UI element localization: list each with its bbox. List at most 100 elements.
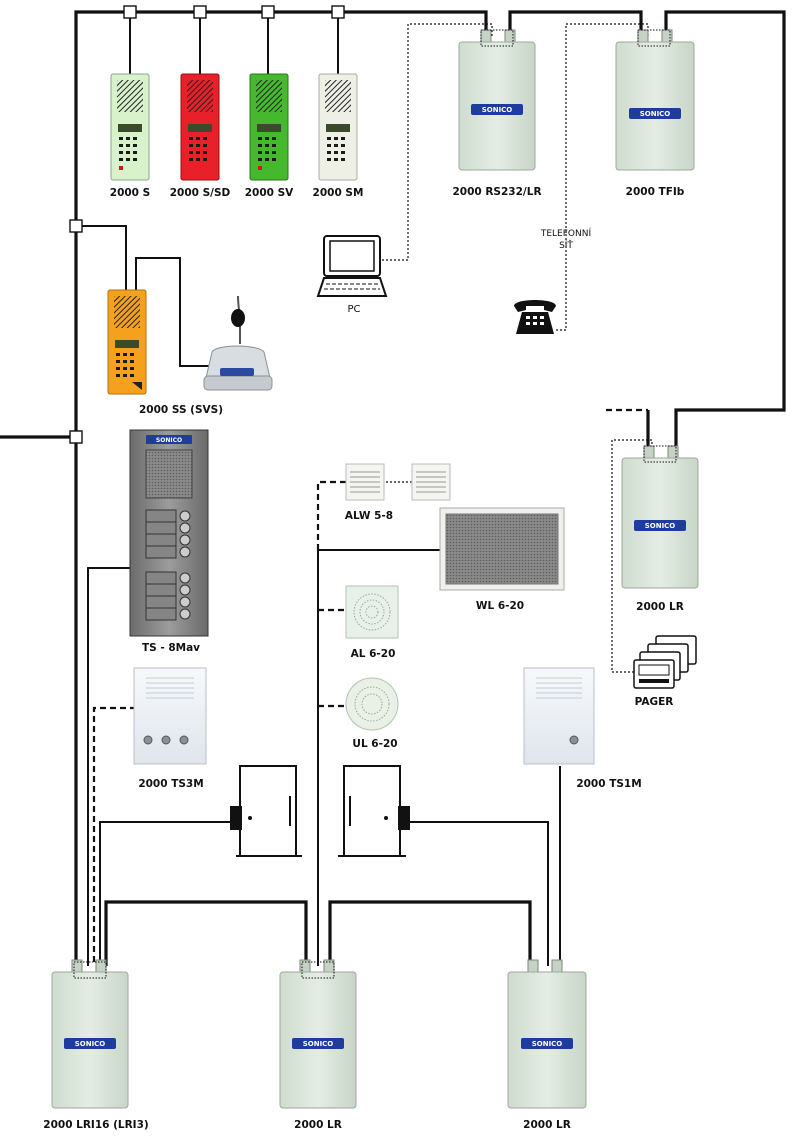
door-station-ts3m [133,667,207,765]
label-2000sv: 2000 SV [245,187,294,199]
pager-link-wire [611,439,653,673]
label-2000ssd: 2000 S/SD [170,187,231,199]
speaker-grille [256,80,282,112]
label-telephone-network-1: TELEFONNÍ [540,227,592,239]
sonico-logo-text: SONICO [482,106,513,114]
speaker-grille [117,80,143,112]
ts8mav-wire [87,567,132,966]
label-alw: ALW 5-8 [345,510,393,522]
bus-to-tfib-wire [508,10,643,36]
sonico-logo [629,108,681,119]
enclosure-lr-right: SONICO [621,445,699,589]
station-display [118,124,142,132]
label-ul: UL 6-20 [352,738,397,750]
tfib-to-lr-wire [664,10,786,452]
label-telephone-network-2: SÍŤ [559,239,573,251]
connector-frame [643,445,677,463]
pc-computer-icon [316,235,388,297]
junction-node [331,5,345,19]
keypad [119,137,137,161]
wiring [0,5,786,1000]
sonico-logo-text: SONICO [75,1040,106,1048]
label-pager: PAGER [635,696,674,708]
enclosure-tfib: SONICO [615,29,695,171]
door-panel-ts8mav: SONICO [129,429,209,637]
station-2000sv [249,73,289,181]
sonico-logo-text: SONICO [640,110,671,118]
lri-to-lr-wire [104,900,308,966]
enclosure-lr-bottom-right: SONICO [507,959,587,1109]
branch-ss-wire [76,225,127,290]
sonico-logo-text: SONICO [303,1040,334,1048]
sonico-logo [521,1038,573,1049]
label-2000s: 2000 S [110,187,150,199]
lr-to-lr-wire [328,900,532,966]
junction-node [193,5,207,19]
station-display [257,124,281,132]
speaker-al [345,585,399,639]
sonico-logo [146,435,192,444]
connector-frame [637,29,671,47]
sonico-logo-text: SONICO [532,1040,563,1048]
ss-to-mic-wire [135,257,210,367]
door-station-ts1m [523,667,595,765]
door-right-wire [408,821,549,966]
station-display [188,124,212,132]
label-lr-bottom-mid: 2000 LR [294,1119,342,1131]
junction-node [69,219,83,233]
speaker-ul [345,677,399,731]
label-lr-right: 2000 LR [636,601,684,613]
station-2000sm [318,73,358,181]
sonico-logo [634,520,686,531]
label-lri16: 2000 LRI16 (LRI3) [43,1119,148,1131]
keypad [258,137,276,161]
label-2000sm: 2000 SM [313,187,364,199]
label-ts8mav: TS - 8Mav [142,642,200,654]
speaker-grille [325,80,351,112]
alw-dashed-wire [316,480,346,550]
enclosure-rs232lr: SONICO [458,29,536,171]
label-ts3m: 2000 TS3M [138,778,203,790]
sonico-logo [471,104,523,115]
telephone-link-wire [556,23,649,331]
keypad [327,137,345,161]
speaker-mesh [145,449,193,499]
station-2000ssd [180,73,220,181]
label-lr-bottom-right: 2000 LR [523,1119,571,1131]
label-wl: WL 6-20 [476,600,524,612]
station-2000ss [107,289,147,395]
label-pc: PC [347,304,360,315]
pc-link-wire [380,23,493,261]
enclosure-body [615,41,695,171]
keypad [189,137,207,161]
station-display [115,340,139,348]
door-lock-icon [230,765,302,857]
pager-icon [633,635,697,689]
speaker-alw-2 [411,463,451,501]
sonico-logo-text: SONICO [156,437,182,444]
junction-node [261,5,275,19]
enclosure-lr-bottom-mid: SONICO [279,959,357,1109]
label-ts1m: 2000 TS1M [576,778,641,790]
sonico-logo [292,1038,344,1049]
desk-microphone-icon [203,295,273,391]
label-2000ss-svs: 2000 SS (SVS) [139,404,223,416]
door-lock-icon [338,765,410,857]
label-al: AL 6-20 [351,648,396,660]
speaker-grille [187,80,213,112]
call-buttons [145,509,191,621]
sonico-logo [64,1038,116,1049]
speaker-grille [114,296,140,328]
speaker-alw-1 [345,463,385,501]
connector-frame [480,29,514,47]
sonico-logo-text: SONICO [645,522,676,530]
station-2000s [110,73,150,181]
label-rs232lr: 2000 RS232/LR [452,186,541,198]
station-display [326,124,350,132]
speaker-wl [439,507,565,591]
label-tfib: 2000 TFIb [626,186,685,198]
ts3m-dashed-wire [92,706,136,966]
junction-node [69,430,83,444]
telephone-icon [514,300,556,334]
